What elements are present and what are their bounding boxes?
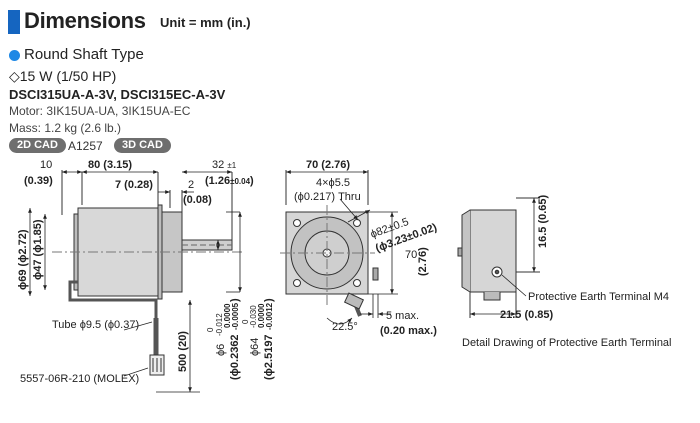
cad-3d-button[interactable]: 3D CAD [114,138,171,153]
dim-70-top: 70 (2.76) [306,159,350,171]
cad-number: A1257 [68,139,103,153]
dim-2: 2 [188,179,194,191]
angle-label: 22.5° [332,321,358,333]
bullet-dot-icon [9,50,20,61]
earth-terminal-label: Protective Earth Terminal M4 [528,291,669,303]
dim-21-5: 21.5 (0.85) [500,309,554,321]
dim-phi6-in-val: (ϕ0.2362 [229,334,241,380]
front-view [280,170,379,317]
dim-70-side-in: (2.76) [417,247,429,276]
molex-label: 5557-06R-210 (MOLEX) [20,373,139,385]
dim-16-5: 16.5 (0.65) [537,194,549,248]
dim-phi6-in-close: ) [229,298,241,302]
detail-body [469,209,517,293]
dim-phi6-val: ϕ6 [215,344,227,356]
max5-label: 5 max. [386,310,419,322]
mass-label: Mass: 1.2 kg (2.6 lb.) [9,121,122,135]
dim-phi64-in-tol: -0.0012 [265,302,274,330]
header-accent-box [8,10,20,34]
shaft-type: Round Shaft Type [24,46,144,63]
dim-phi64-tol-zero: 0 [241,319,250,324]
dim-phi6-in: (ϕ0.2362 [229,334,241,380]
dim-phi6-tol-zero: 0 [206,327,215,332]
dim-phi47: ϕ47 (ϕ1.85) [32,219,44,280]
cad-2d-button[interactable]: 2D CAD [9,138,66,153]
unit-label: Unit = mm (in.) [160,15,251,30]
detail-view [457,197,540,318]
dim-32-val: 32 [212,159,224,171]
dim-phi64-in: (ϕ2.5197 [263,334,275,380]
dim-phi6: ϕ6 [215,344,227,356]
side-view [52,170,245,376]
dim-80: 80 (3.15) [88,159,132,171]
dim-phi6-tol: -0.012 [215,313,224,336]
dim-7: 7 (0.28) [115,179,153,191]
detail-caption: Detail Drawing of Protective Earth Termi… [462,337,672,349]
mount-hole [353,279,361,287]
mount-hole [293,219,301,227]
dim-phi64-val: ϕ64 [249,338,261,356]
dim-32-in-tol: ±0.04 [230,177,251,186]
dim-32-tol: ±1 [227,161,236,170]
mount-hole [353,219,361,227]
dim-2-in: (0.08) [183,194,212,206]
dim-phi6-in-zero: 0.0000 [223,303,232,328]
dim-32-in-close: ) [250,175,254,187]
dim-10: 10 [40,159,52,171]
holes-in-label: (ϕ0.217) Thru [294,191,361,203]
dim-phi64-in-val: (ϕ2.5197 [263,334,275,380]
dim-phi64-tol: -0.030 [249,305,258,328]
dim-10-in: (0.39) [24,175,53,187]
power-rating: ◇15 W (1/50 HP) [9,68,117,84]
holes-label: 4×ϕ5.5 [316,177,350,189]
dim-32-in: (1.26±0.04) [205,175,254,187]
dim-32-in-val: (1.26 [205,175,230,187]
motor-models: Motor: 3IK15UA-UA, 3IK15UA-EC [9,104,191,118]
shaft [181,239,233,251]
dim-32: 32 ±1 [212,159,237,171]
max5-in-label: (0.20 max.) [380,325,437,337]
dim-500: 500 (20) [177,331,189,372]
mount-hole [293,279,301,287]
page-title: Dimensions [24,8,146,33]
dim-phi64-in-close: ) [263,298,275,302]
tube-label: Tube ϕ9.5 (ϕ0.37) [52,319,139,331]
dim-phi69: ϕ69 (ϕ2.72) [17,229,29,290]
dim-70-side: 70 [405,249,417,261]
dim-phi64: ϕ64 [249,338,261,356]
dim-phi64-in-zero: 0.0000 [257,303,266,328]
dim-phi6-in-tol: -0.0005 [231,302,240,330]
model-numbers: DSCI315UA-A-3V, DSCI315EC-A-3V [9,87,226,102]
